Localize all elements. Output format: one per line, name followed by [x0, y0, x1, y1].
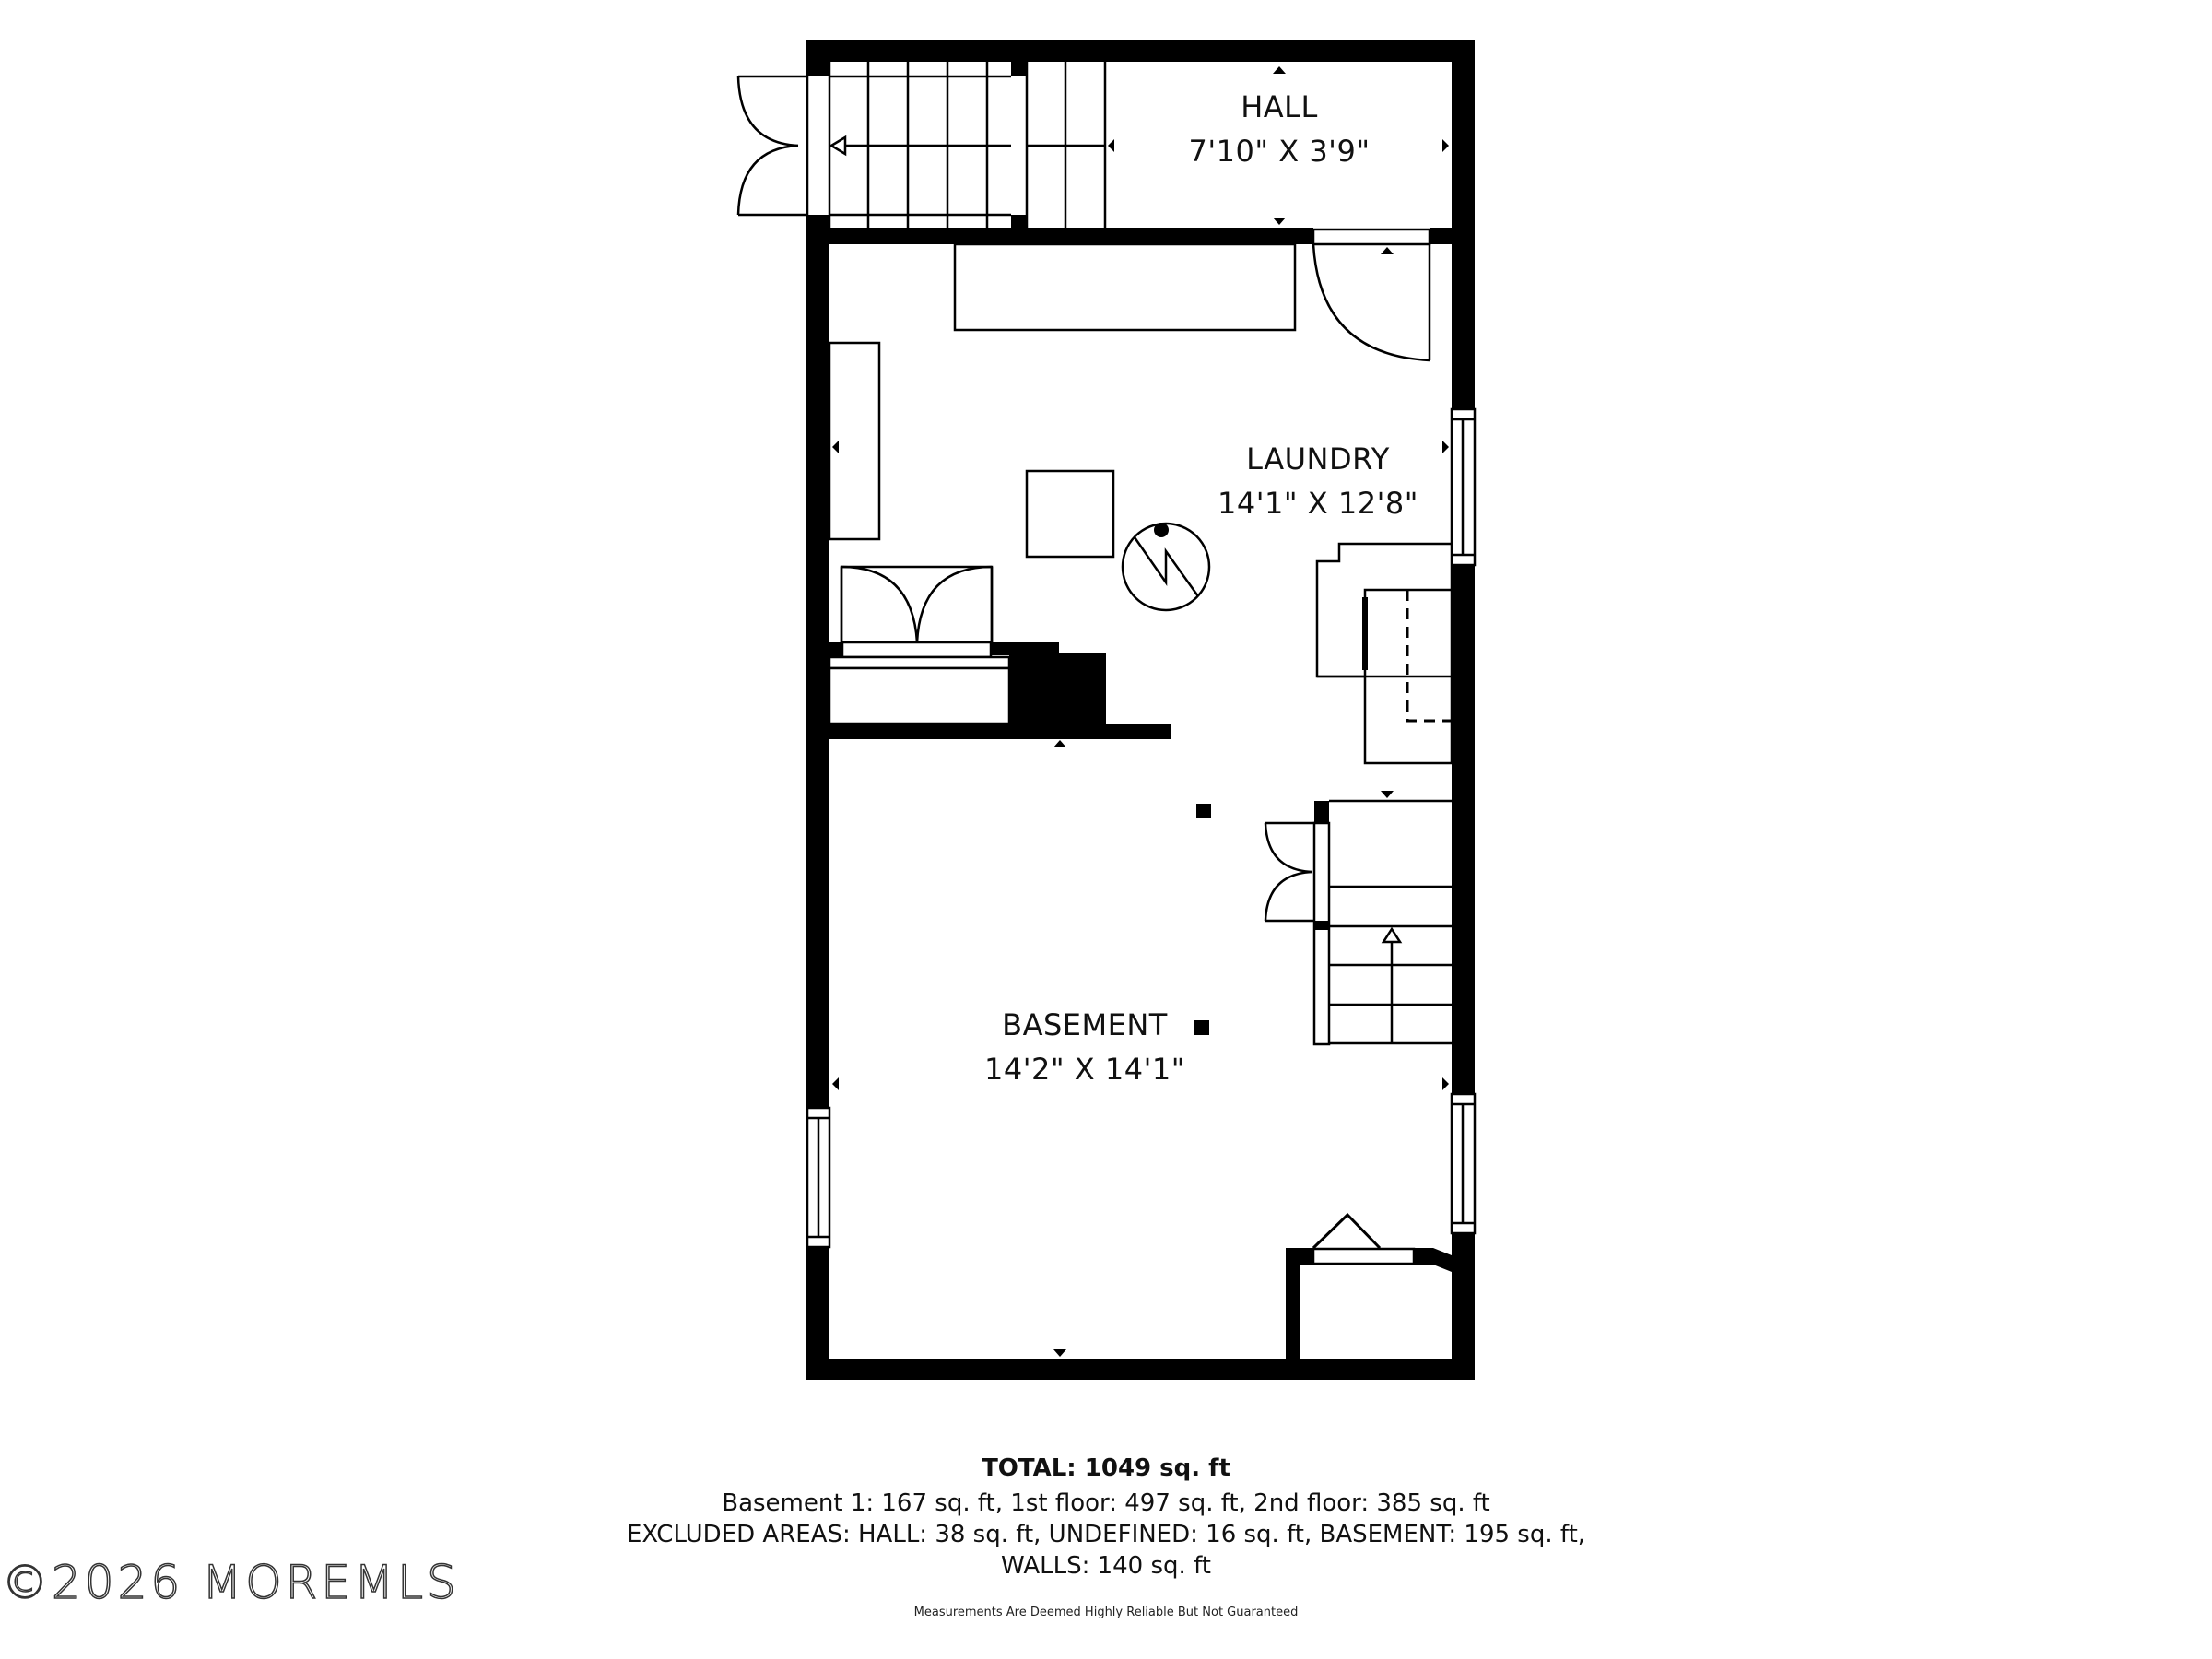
- room-name: LAUNDRY: [1246, 441, 1390, 477]
- water-heater-icon: [1121, 522, 1211, 612]
- front-double-door[interactable]: [736, 75, 809, 217]
- hall-stairs: [828, 62, 1107, 228]
- dimension-marker-icon: [1273, 66, 1286, 74]
- outer-walls: [806, 40, 1475, 1380]
- dimension-marker-icon: [832, 1077, 839, 1090]
- room-label-hall: HALL 7'10" X 3'9": [1188, 85, 1370, 173]
- laundry-area: [828, 242, 1477, 765]
- window: [1450, 407, 1477, 567]
- stairs-arrow-icon: [1381, 926, 1403, 944]
- room-dimensions: 7'10" X 3'9": [1188, 134, 1371, 169]
- basement-closet: [1286, 1212, 1452, 1359]
- stair-double-door[interactable]: [1264, 821, 1314, 923]
- excluded-areas-walls: WALLS: 140 sq. ft: [1001, 1552, 1211, 1580]
- counter-left: [828, 341, 881, 541]
- dimension-marker-icon: [1273, 218, 1286, 225]
- room-name: HALL: [1241, 89, 1318, 124]
- room-dimensions: 14'1" X 12'8": [1218, 486, 1418, 521]
- total-area: TOTAL: 1049 sq. ft: [982, 1454, 1230, 1482]
- stairs-arrow-icon: [829, 135, 847, 157]
- window: [806, 1106, 831, 1249]
- basement-stairs: [1312, 791, 1452, 1046]
- washer-dryer: [1315, 542, 1453, 765]
- dimension-marker-icon: [1381, 247, 1394, 254]
- room-name: BASEMENT: [1002, 1007, 1168, 1042]
- dimension-marker-icon: [1442, 1077, 1449, 1090]
- copyright-watermark: ©2026 MOREMLS: [1, 1555, 460, 1610]
- counter-top: [953, 242, 1297, 332]
- laundry-closet-door[interactable]: [1312, 243, 1431, 362]
- basement-area: [806, 791, 1477, 1359]
- dimension-marker-icon: [1381, 791, 1394, 798]
- dimension-marker-icon: [1053, 740, 1066, 747]
- utility-sink: [1025, 469, 1115, 559]
- excluded-areas: EXCLUDED AREAS: HALL: 38 sq. ft, UNDEFIN…: [626, 1521, 1586, 1548]
- room-label-basement: BASEMENT 14'2" X 14'1": [984, 1003, 1185, 1091]
- dimension-marker-icon: [832, 441, 839, 453]
- support-column: [1194, 1020, 1209, 1035]
- room-label-laundry: LAUNDRY 14'1" X 12'8": [1218, 437, 1418, 525]
- floor-areas: Basement 1: 167 sq. ft, 1st floor: 497 s…: [722, 1489, 1490, 1517]
- bifold-door[interactable]: [1312, 1212, 1382, 1250]
- dimension-marker-icon: [1108, 139, 1114, 152]
- dimension-marker-icon: [1442, 139, 1449, 152]
- dimension-marker-icon: [1053, 1349, 1066, 1357]
- hall-area: [736, 62, 1475, 246]
- window: [1450, 1092, 1477, 1235]
- dimension-marker-icon: [1442, 441, 1449, 453]
- room-dimensions: 14'2" X 14'1": [984, 1052, 1185, 1087]
- cabinet-double-door[interactable]: [840, 565, 994, 644]
- disclaimer: Measurements Are Deemed Highly Reliable …: [913, 1606, 1299, 1619]
- support-column: [1196, 804, 1211, 818]
